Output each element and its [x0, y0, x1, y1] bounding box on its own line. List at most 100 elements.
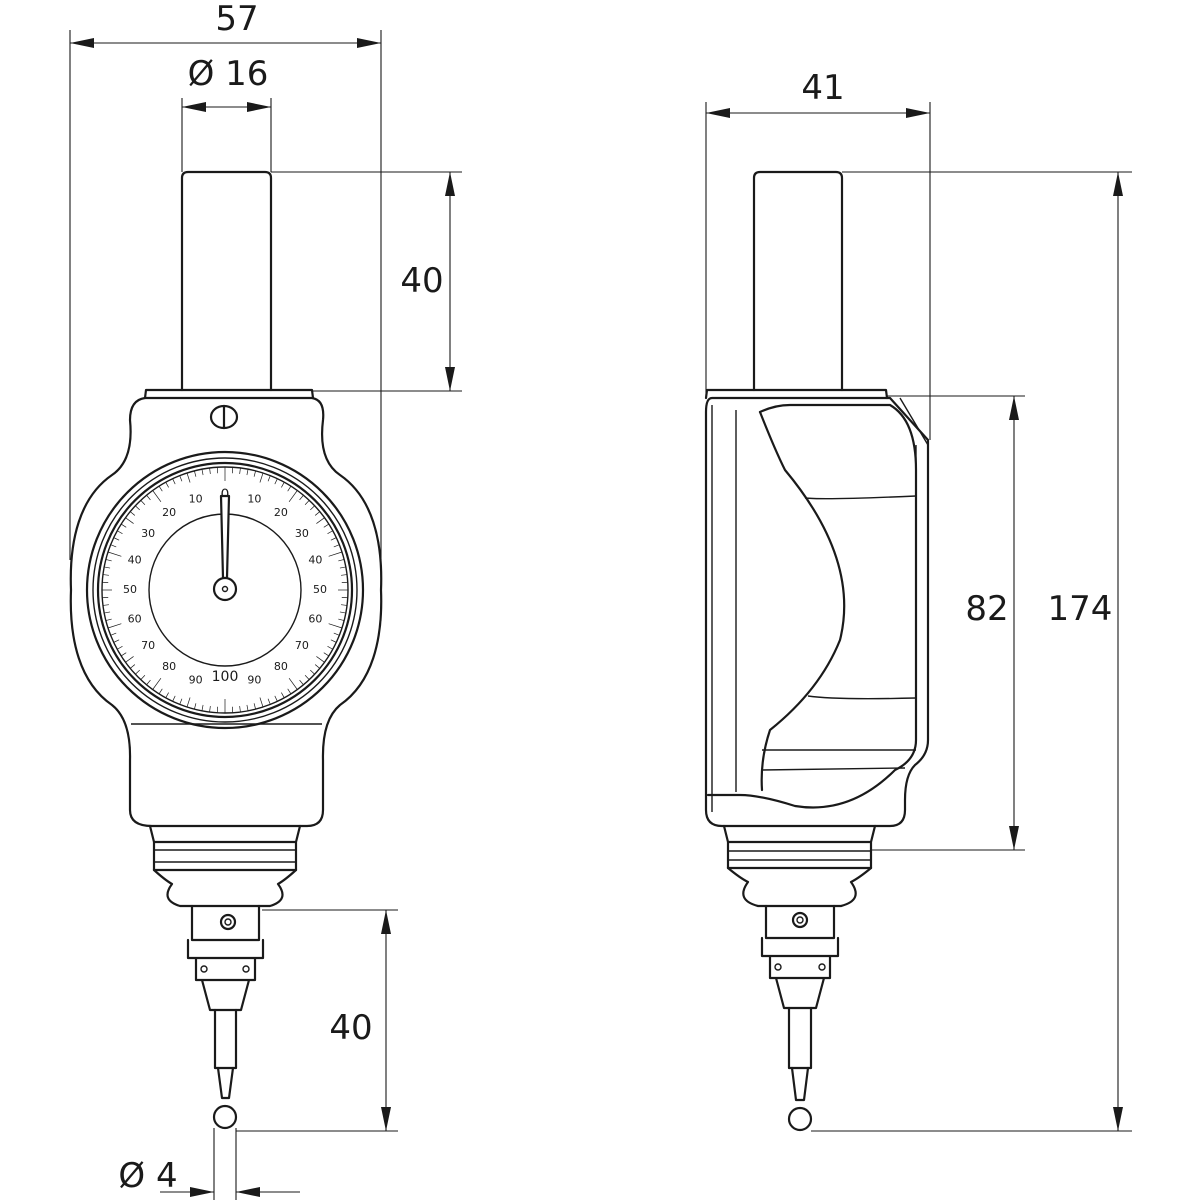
- side-collar: [704, 388, 889, 400]
- dial-face: [96, 461, 354, 719]
- clamp-screw-icon: [209, 404, 239, 430]
- dial-tick: [314, 511, 320, 516]
- dial-tick: [304, 675, 310, 680]
- dial-label-hundred: 100: [212, 669, 239, 685]
- dial-tick: [165, 692, 169, 698]
- front-view: 1020304050607080901020304050607080900100: [69, 170, 383, 1130]
- dial-tick: [246, 704, 249, 711]
- dial-tick: [328, 623, 343, 629]
- dial-tick: [259, 472, 264, 483]
- front-stylus-holder: [186, 904, 265, 1012]
- dial-tick: [330, 639, 337, 643]
- side-shank: [752, 170, 844, 392]
- dial-label: 60: [128, 612, 142, 625]
- dial-tick: [146, 495, 151, 501]
- dial-labels: 1020304050607080901020304050607080900100: [123, 487, 327, 686]
- dial-label: 20: [162, 506, 176, 519]
- dial-tick: [333, 632, 340, 636]
- dial-tick: [120, 523, 127, 528]
- dial-label: 30: [295, 527, 309, 540]
- front-collar: [143, 388, 315, 400]
- dim-side-width: 41: [801, 68, 844, 108]
- dial-tick: [172, 695, 176, 702]
- dial-tick: [310, 505, 315, 511]
- dial-tick: [316, 656, 325, 663]
- dial-tick: [327, 646, 333, 650]
- dim-overall-height: 174: [1048, 589, 1113, 629]
- dial-tick: [186, 697, 191, 708]
- dial-label: 40: [128, 554, 142, 567]
- dial-tick: [288, 490, 298, 503]
- dial-tick: [341, 604, 348, 606]
- front-neck: [148, 824, 302, 872]
- dial-tick: [110, 632, 117, 636]
- dial-label: 30: [141, 527, 155, 540]
- side-neck: [722, 824, 877, 870]
- side-stylus: [787, 1006, 813, 1070]
- dim-body-height: 82: [965, 589, 1008, 629]
- dial-tick: [239, 467, 241, 474]
- dial-tick: [267, 475, 271, 482]
- dial-tick: [287, 688, 292, 695]
- dial-tick: [339, 611, 346, 614]
- dial-label: 20: [274, 506, 288, 519]
- dial-tick: [330, 537, 337, 541]
- side-stylus-holder: [760, 904, 840, 1010]
- dial-tick: [172, 478, 176, 485]
- dial-label: 40: [308, 554, 322, 567]
- dial-label: 90: [247, 673, 261, 686]
- dial-tick: [158, 688, 163, 695]
- dial-tick: [130, 511, 136, 516]
- dim-shank-diameter: Ø 16: [188, 54, 269, 94]
- dial-tick: [341, 574, 348, 576]
- holder-screw-icon: [219, 913, 237, 931]
- dial-tick: [314, 664, 320, 669]
- dial-tick: [113, 639, 120, 643]
- side-holder-screw-icon: [791, 911, 809, 929]
- dial-tick: [117, 530, 123, 534]
- dial-label: 10: [247, 493, 261, 506]
- dial-tick: [239, 706, 241, 713]
- dial-tick: [135, 505, 140, 511]
- dial-ticks: [102, 467, 348, 713]
- dial-tick: [186, 472, 191, 483]
- dial-tick: [201, 469, 204, 476]
- dial-tick: [323, 652, 330, 657]
- dial-tick: [194, 470, 197, 477]
- dial-tick: [107, 551, 122, 557]
- dial-tick: [209, 706, 211, 713]
- dial-tick: [102, 574, 109, 576]
- dial-tick: [125, 656, 134, 663]
- dial-tick: [274, 695, 278, 702]
- dial-tick: [105, 559, 112, 562]
- dial-tick: [158, 485, 163, 492]
- dial-tick: [165, 482, 169, 488]
- dial-tick: [105, 618, 112, 621]
- dial-needle: [212, 494, 238, 602]
- dial-tick: [140, 500, 146, 505]
- dial-tick: [259, 697, 264, 708]
- dial-tick: [338, 618, 345, 621]
- dial-tick: [146, 679, 151, 685]
- dial-tick: [253, 703, 256, 710]
- front-probe-ball: [212, 1104, 238, 1130]
- dial-tick: [125, 517, 134, 524]
- dial-tick: [299, 495, 304, 501]
- front-body-outline: [69, 396, 383, 828]
- bezel-outer-ring: [85, 450, 365, 730]
- dial-tick: [140, 675, 146, 680]
- dial-tick: [333, 544, 340, 548]
- front-stylus: [213, 1008, 238, 1070]
- dial-label: 10: [189, 493, 203, 506]
- dial-label: 80: [162, 660, 176, 673]
- dim-shank-length: 40: [400, 261, 443, 301]
- dial-tick: [104, 566, 111, 569]
- dimension-labels: 57 Ø 16 40 41 82 174 40 Ø 4: [118, 0, 1112, 1196]
- side-body-outline: [704, 396, 930, 828]
- dial-tick: [299, 679, 304, 685]
- side-probe-ball: [787, 1106, 813, 1132]
- dial-tick: [179, 698, 183, 705]
- holder-hole-icon: [242, 965, 250, 973]
- dial-tick: [288, 677, 298, 690]
